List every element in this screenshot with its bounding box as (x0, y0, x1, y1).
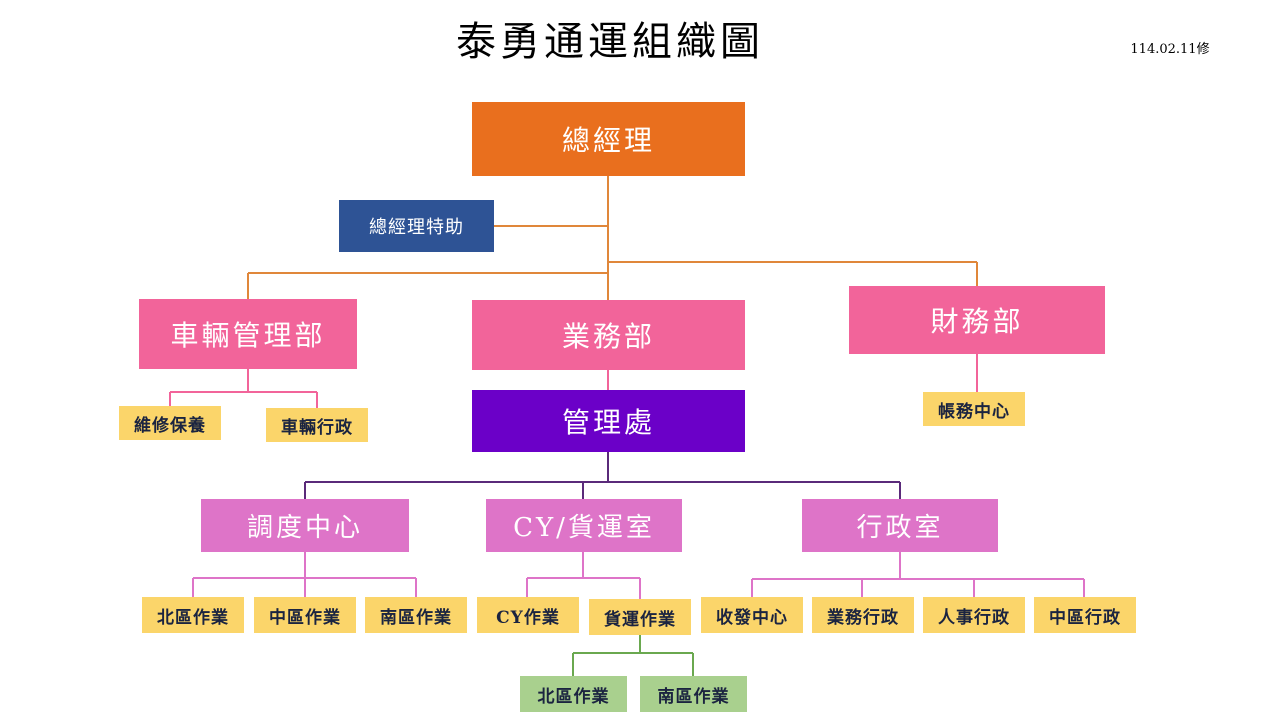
dispatch-north-ops-box: 北區作業 (142, 597, 244, 633)
dispatch-central-ops-box: 中區作業 (254, 597, 356, 633)
cy-ops-box: CY作業 (477, 597, 579, 633)
freight-south-ops-box: 南區作業 (640, 676, 747, 712)
finance-dept-box: 財務部 (849, 286, 1105, 354)
freight-ops-box: 貨運作業 (589, 599, 691, 635)
gm-assistant-box: 總經理特助 (339, 200, 494, 252)
admin-office-box: 行政室 (802, 499, 998, 552)
vehicle-admin-box: 車輛行政 (266, 408, 368, 442)
business-dept-box: 業務部 (472, 300, 745, 370)
hr-admin-box: 人事行政 (923, 597, 1025, 633)
freight-north-ops-box: 北區作業 (520, 676, 627, 712)
vehicle-management-dept-box: 車輛管理部 (139, 299, 357, 369)
receiving-center-box: 收發中心 (701, 597, 803, 633)
cy-freight-office-box: CY/貨運室 (486, 499, 682, 552)
dispatch-south-ops-box: 南區作業 (365, 597, 467, 633)
management-office-box: 管理處 (472, 390, 745, 452)
page-title: 泰勇通運組織圖 (456, 19, 764, 65)
business-admin-box: 業務行政 (812, 597, 914, 633)
general-manager-box: 總經理 (472, 102, 745, 176)
central-admin-box: 中區行政 (1034, 597, 1136, 633)
accounts-center-box: 帳務中心 (923, 392, 1025, 426)
revision-date: 114.02.11修 (1130, 42, 1210, 57)
dispatch-center-box: 調度中心 (201, 499, 409, 552)
maintenance-box: 維修保養 (119, 406, 221, 440)
